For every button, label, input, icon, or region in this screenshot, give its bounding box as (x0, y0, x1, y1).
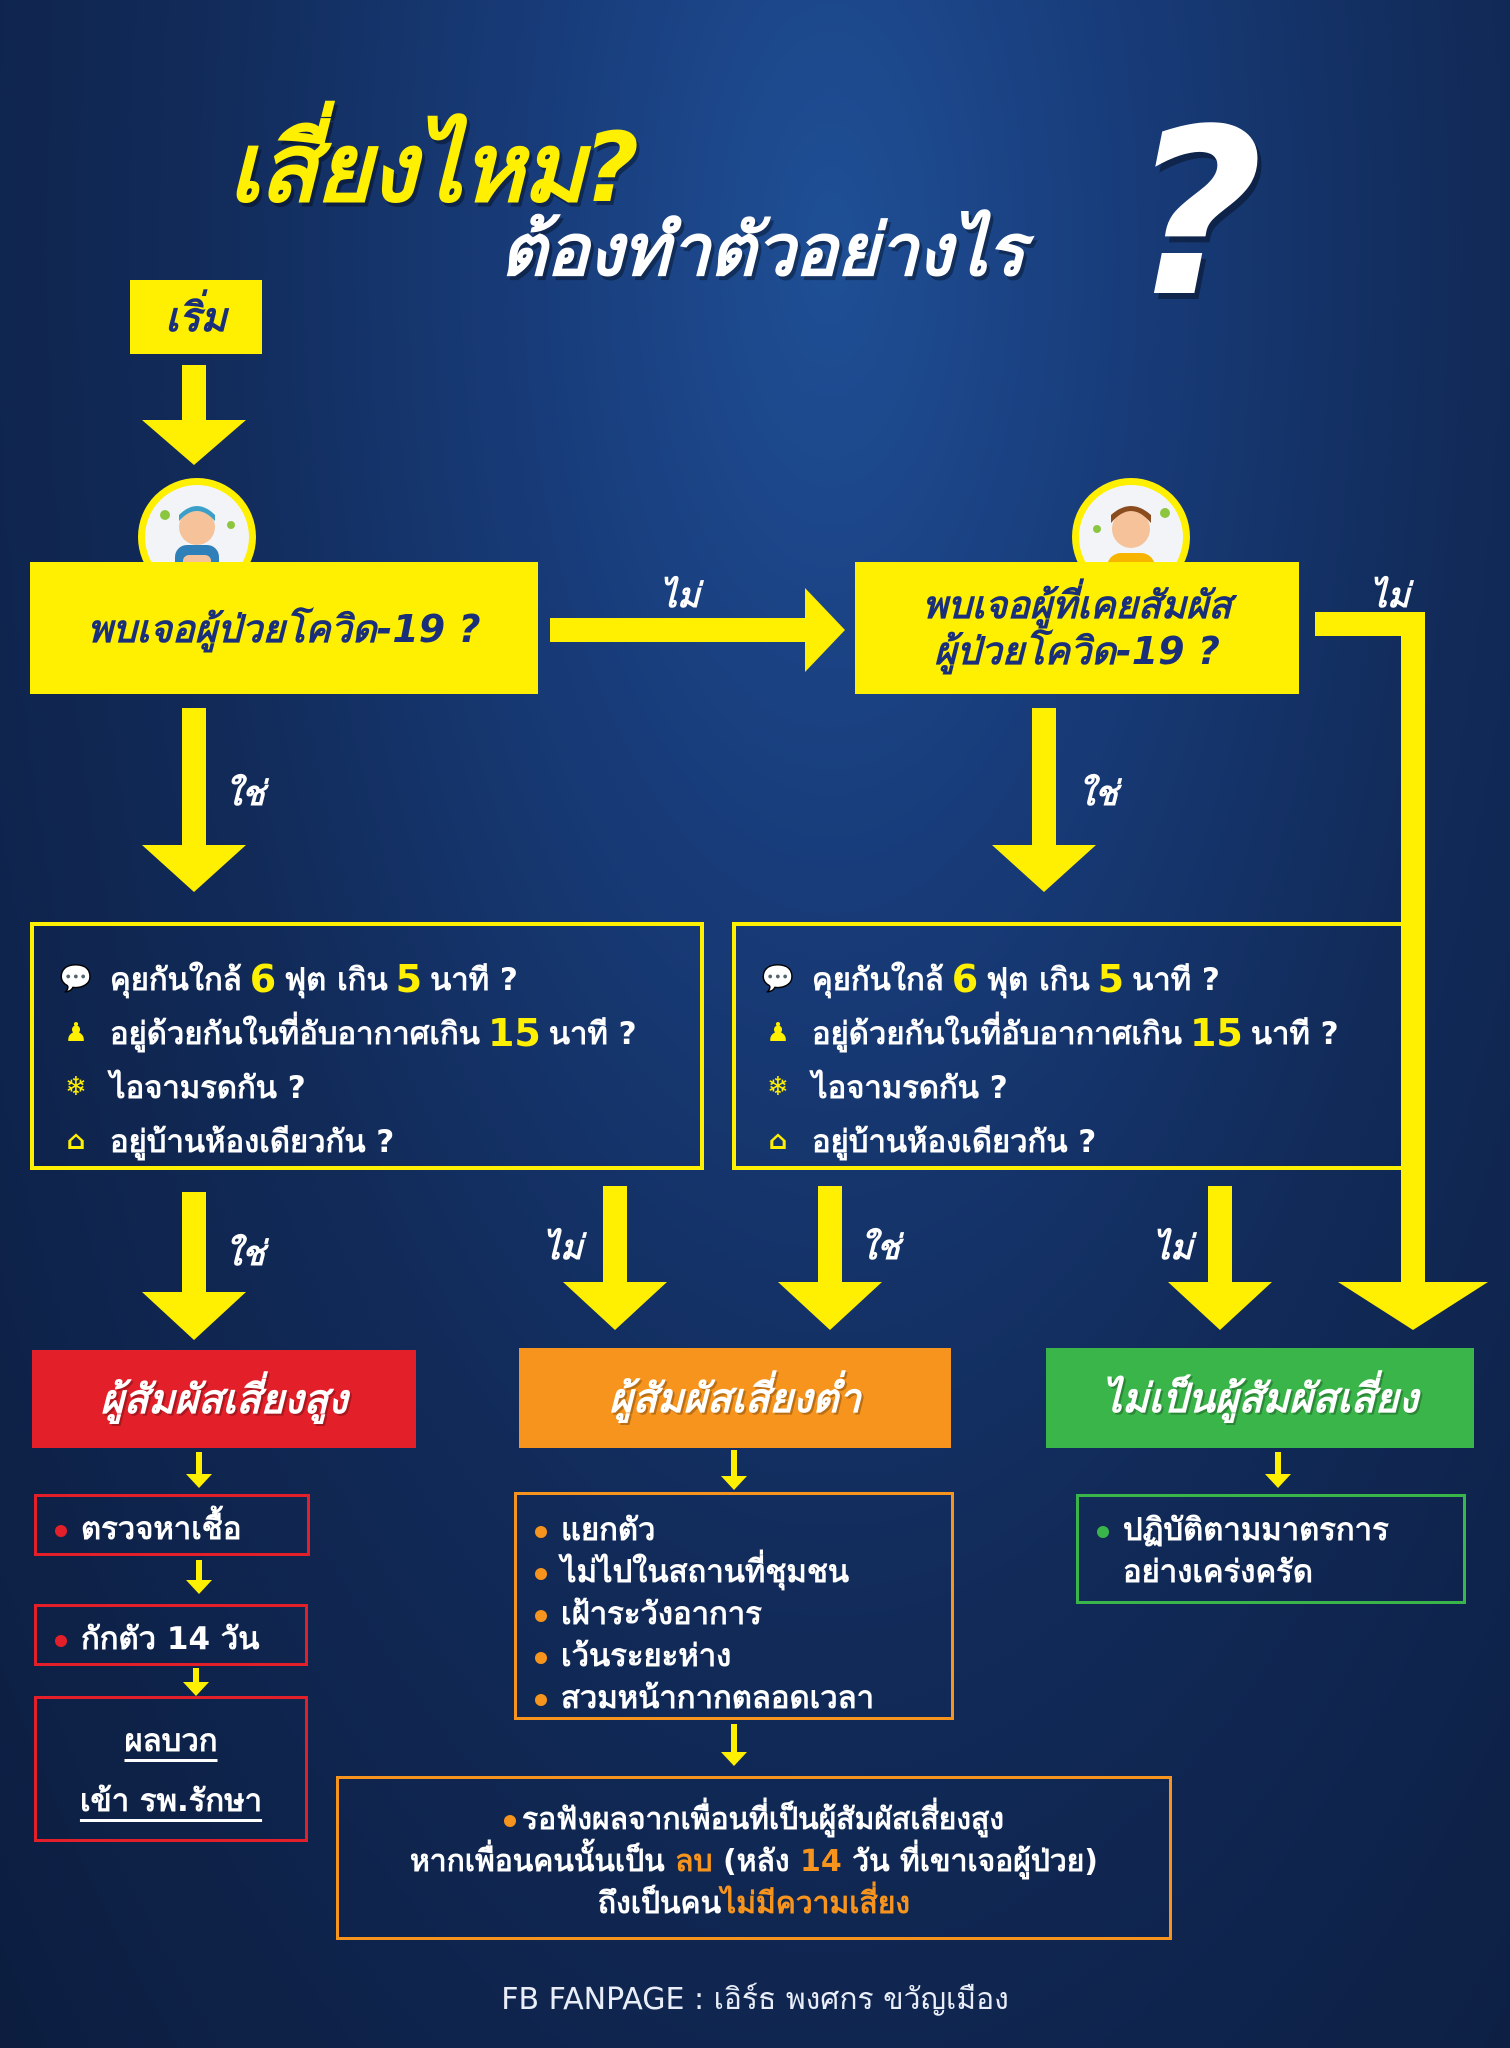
chat-icon: 💬 (59, 964, 93, 994)
list-item: แยกตัว (535, 1509, 933, 1551)
house-icon: ⌂ (768, 1126, 788, 1156)
result-low-risk: ผู้สัมผัสเสี่ยงต่ำ (519, 1348, 951, 1448)
label-yes-3: ใช่ (225, 1234, 265, 1274)
virus-icon: ❄ (767, 1072, 789, 1102)
arrow-small-none-1 (1265, 1452, 1291, 1488)
title-line1: เสี่ยงไหม? (228, 112, 639, 224)
decision2-line1: พบเจอผู้ที่เคยสัมผัส (922, 583, 1232, 627)
arrow-no-2 (1315, 612, 1488, 1330)
high-step-test: ตรวจหาเชื้อ (34, 1494, 310, 1556)
hospital-text: เข้า รพ.รักษา (79, 1783, 263, 1819)
list-item: ไม่ไปในสถานที่ชุมชน (535, 1551, 933, 1593)
criteria-row: ❄ไอจามรดกัน ? (756, 1060, 1402, 1114)
none-steps-box: ปฏิบัติตามมาตรการ อย่างเคร่งครัด (1076, 1494, 1466, 1604)
list-item: ปฏิบัติตามมาตรการ (1097, 1509, 1445, 1551)
title-line2: ต้องทำตัวอย่างไร (500, 208, 1025, 292)
low-steps-box: แยกตัว ไม่ไปในสถานที่ชุมชน เฝ้าระวังอากา… (514, 1492, 954, 1720)
positive-result-text: ผลบวก (124, 1723, 218, 1759)
arrow-no-1 (550, 588, 845, 672)
wait-note-line3: ถึงเป็นคนไม่มีความเสี่ยง (597, 1886, 911, 1921)
result-no-risk: ไม่เป็นผู้สัมผัสเสี่ยง (1046, 1348, 1474, 1448)
arrow-small-high-2 (186, 1560, 212, 1594)
arrow-small-low-1 (721, 1450, 747, 1490)
arrow-yes-1 (142, 708, 246, 892)
list-item: สวมหน้ากากตลอดเวลา (535, 1677, 933, 1719)
arrow-yes-2 (992, 708, 1096, 892)
high-step-positive: ผลบวก เข้า รพ.รักษา (34, 1696, 308, 1842)
label-yes-2: ใช่ (1078, 774, 1118, 814)
bullet-dot (55, 1634, 67, 1647)
decision-box-contact: พบเจอผู้ที่เคยสัมผัส ผู้ป่วยโควิด-19 ? (855, 562, 1299, 694)
arrow-yes-3 (142, 1192, 246, 1340)
bullet-dot (55, 1524, 67, 1537)
label-no-2: ไม่ (1370, 576, 1410, 616)
criteria-row: ⌂อยู่บ้านห้องเดียวกัน ? (756, 1114, 1402, 1168)
wait-note-line2: หากเพื่อนคนนั้นเป็น ลบ (หลัง 14 วัน ที่เ… (409, 1844, 1099, 1879)
person-icon: ♟ (766, 1018, 790, 1048)
high-step-quarantine: กักตัว 14 วัน (34, 1604, 308, 1666)
decision2-line2: ผู้ป่วยโควิด-19 ? (934, 629, 1220, 673)
list-item-cont: อย่างเคร่งครัด (1123, 1554, 1313, 1590)
arrow-start (142, 365, 246, 465)
list-item: เว้นระยะห่าง (535, 1635, 933, 1677)
big-question-mark: ? (1130, 81, 1264, 348)
list-item: เฝ้าระวังอาการ (535, 1593, 933, 1635)
label-yes-1: ใช่ (225, 774, 265, 814)
criteria-row: ❄ไอจามรดกัน ? (54, 1060, 700, 1114)
label-no-3: ไม่ (543, 1228, 583, 1268)
wait-note-line1: รอฟังผลจากเพื่อนที่เป็นผู้สัมผัสเสี่ยงสู… (357, 1799, 1151, 1841)
decision-box-covid-patient: พบเจอผู้ป่วยโควิด-19 ? (30, 562, 538, 694)
wait-note-box: รอฟังผลจากเพื่อนที่เป็นผู้สัมผัสเสี่ยงสู… (336, 1776, 1172, 1940)
label-no-1: ไม่ (660, 576, 700, 616)
arrow-no-3 (563, 1186, 667, 1330)
person-icon: ♟ (64, 1018, 88, 1048)
start-box: เริ่ม (130, 280, 262, 354)
arrow-small-high-3 (183, 1668, 209, 1696)
label-yes-4: ใช่ (860, 1228, 900, 1268)
criteria-row: ⌂อยู่บ้านห้องเดียวกัน ? (54, 1114, 700, 1168)
house-icon: ⌂ (66, 1126, 86, 1156)
chat-icon: 💬 (761, 964, 795, 994)
arrow-no-4 (1168, 1186, 1272, 1330)
footer-credit: FB FANPAGE : เอิร์ธ พงศกร ขวัญเมือง (501, 1982, 1009, 2017)
arrow-small-low-2 (721, 1724, 747, 1766)
label-no-4: ไม่ (1153, 1228, 1193, 1268)
virus-icon: ❄ (65, 1072, 87, 1102)
arrow-small-high-1 (186, 1452, 212, 1488)
arrow-yes-4 (778, 1186, 882, 1330)
result-high-risk: ผู้สัมผัสเสี่ยงสูง (32, 1350, 416, 1448)
